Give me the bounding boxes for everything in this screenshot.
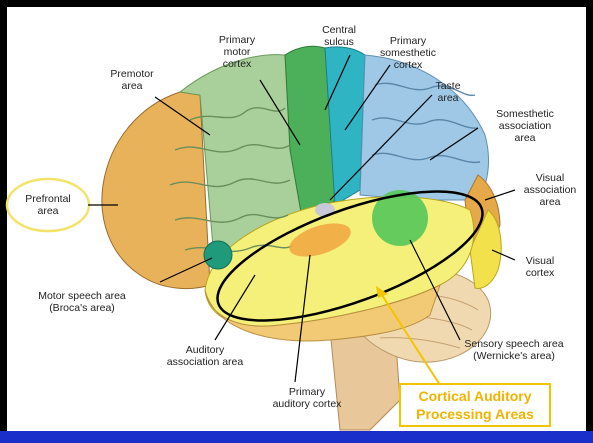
prefrontal-region [102,92,210,289]
label-primary-motor: Primary motor cortex [205,34,269,70]
label-prefrontal: Prefrontal area [10,193,86,217]
broca-marker [204,241,232,269]
label-visual-cortex: Visual cortex [510,255,570,279]
label-auditory-association: Auditory association area [150,344,260,368]
label-primary-somesthetic: Primary somesthetic cortex [368,35,448,71]
bottom-bar [0,431,593,443]
label-visual-association: Visual association area [512,172,588,208]
cortical-auditory-callout: Cortical Auditory Processing Areas [399,383,551,427]
label-primary-auditory: Primary auditory cortex [262,386,352,410]
label-motor-speech: Motor speech area (Broca's area) [18,290,146,314]
label-sensory-speech: Sensory speech area (Wernicke's area) [452,338,576,362]
label-taste: Taste area [426,80,470,104]
label-premotor: Premotor area [100,68,164,92]
label-somesthetic-association: Somesthetic association area [483,108,567,144]
label-central-sulcus: Central sulcus [311,24,367,48]
